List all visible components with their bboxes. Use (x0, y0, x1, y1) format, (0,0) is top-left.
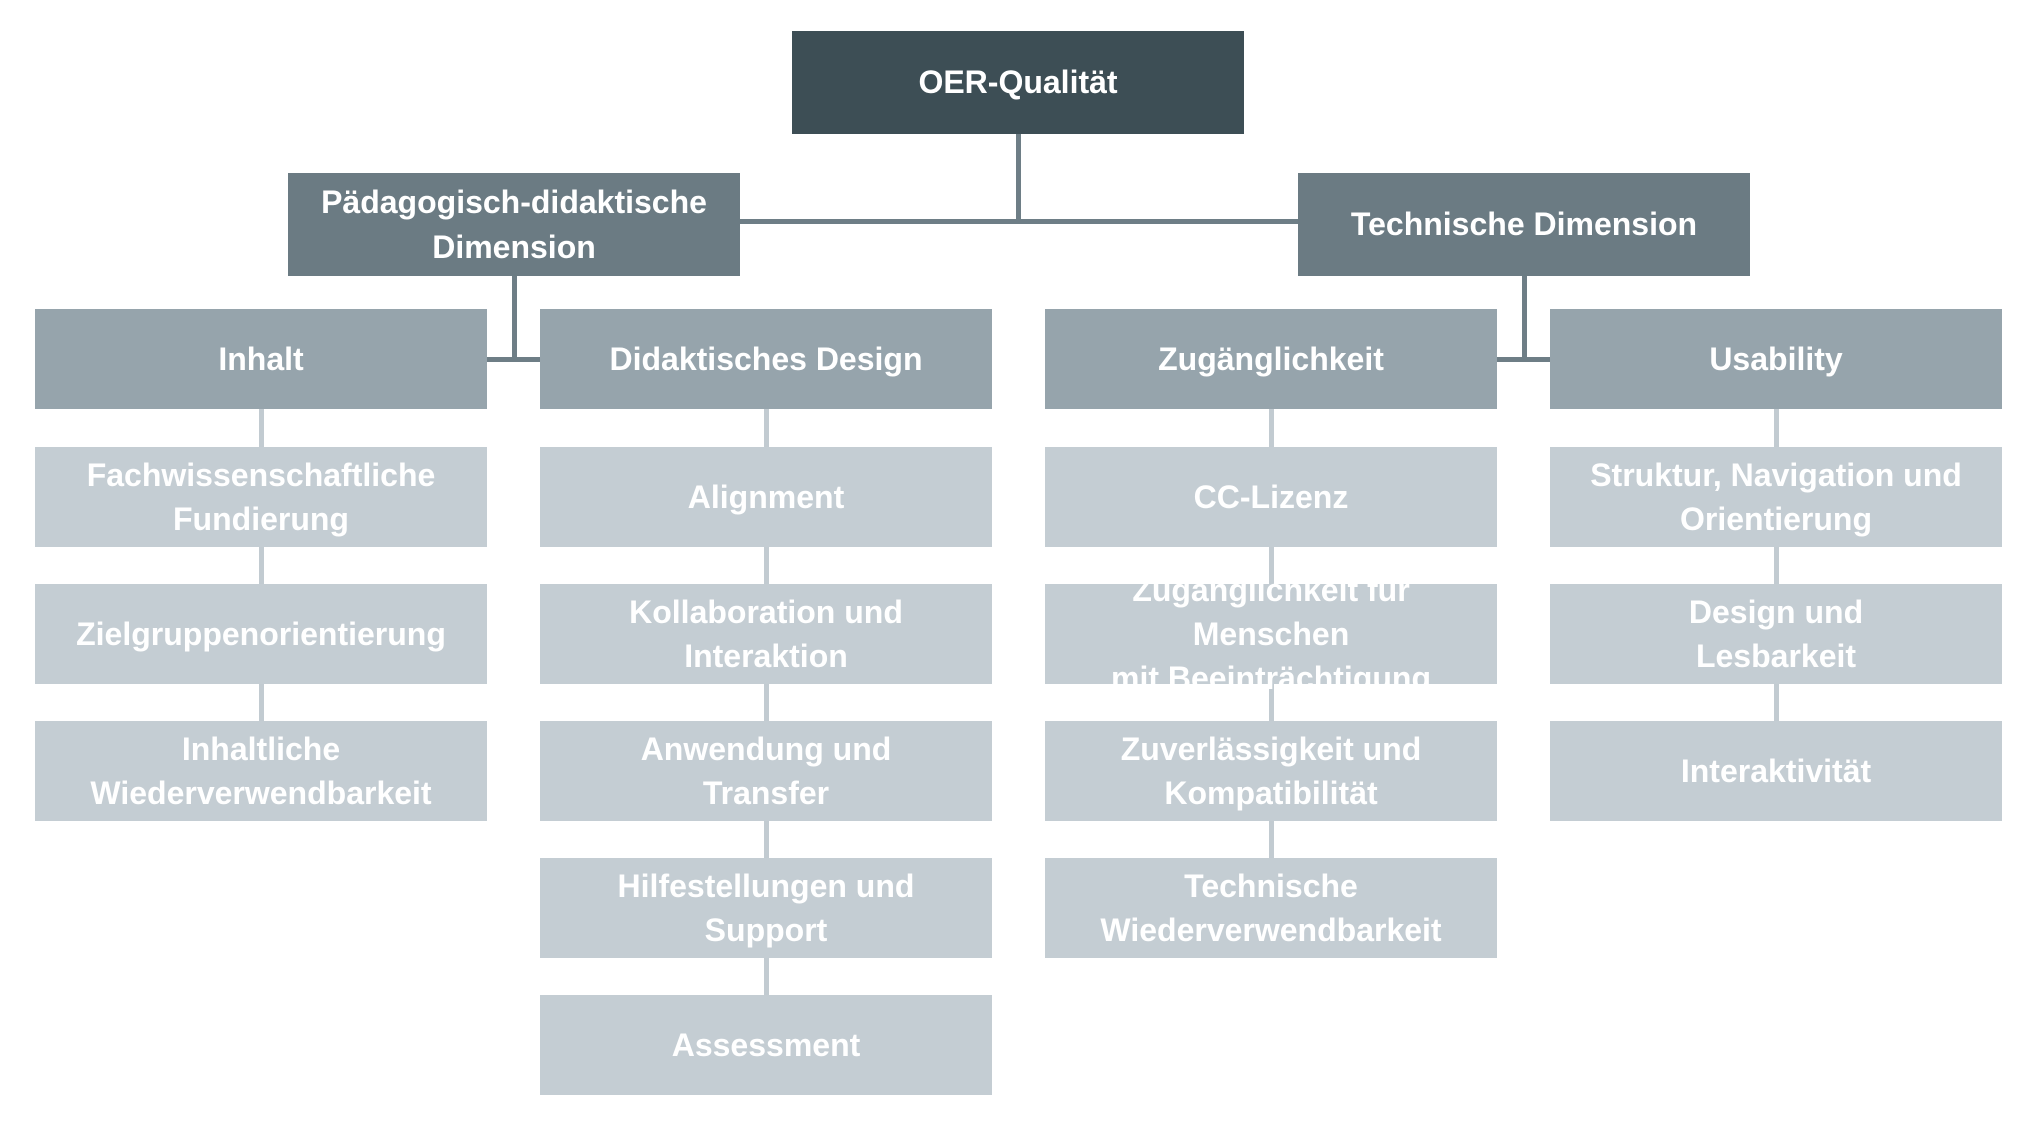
connector-root-vertical (1016, 134, 1021, 222)
category-node-usability: Usability (1550, 309, 2002, 409)
item-node: Zugänglichkeit für Menschen mit Beeinträ… (1045, 572, 1497, 696)
connector-column-segment (764, 409, 769, 447)
item-node: Technische Wiederverwendbarkeit (1045, 858, 1497, 958)
connector-column-segment (764, 821, 769, 858)
connector-column-segment (1269, 547, 1274, 584)
connector-dimension-left-horizontal (487, 357, 540, 362)
item-node: Struktur, Navigation und Orientierung (1550, 447, 2002, 547)
connector-column-segment (259, 684, 264, 721)
item-node: Anwendung und Transfer (540, 721, 992, 821)
connector-column-segment (764, 547, 769, 584)
category-node-didaktisches-design: Didaktisches Design (540, 309, 992, 409)
category-node-zugaenglichkeit: Zugänglichkeit (1045, 309, 1497, 409)
connector-column-segment (1774, 409, 1779, 447)
connector-dimension-right-horizontal (1497, 357, 1550, 362)
category-node-inhalt: Inhalt (35, 309, 487, 409)
item-node: Interaktivität (1550, 721, 2002, 821)
connector-column-segment (259, 409, 264, 447)
item-node: Zuverlässigkeit und Kompatibilität (1045, 721, 1497, 821)
connector-dimension-right-vertical (1522, 276, 1527, 360)
item-node: Assessment (540, 995, 992, 1095)
dimension-node-paedagogisch-didaktisch: Pädagogisch-didaktische Dimension (288, 173, 740, 276)
connector-column-segment (1269, 409, 1274, 447)
root-node: OER-Qualität (792, 31, 1244, 134)
item-node: CC-Lizenz (1045, 447, 1497, 547)
item-node: Fachwissenschaftliche Fundierung (35, 447, 487, 547)
connector-column-segment (259, 547, 264, 584)
connector-root-horizontal (740, 219, 1298, 224)
item-node: Design und Lesbarkeit (1550, 584, 2002, 684)
connector-column-segment (1269, 821, 1274, 858)
connector-dimension-left-vertical (512, 276, 517, 360)
connector-column-segment (1269, 684, 1274, 721)
connector-column-segment (1774, 684, 1779, 721)
item-node: Zielgruppenorientierung (35, 584, 487, 684)
item-node: Kollaboration und Interaktion (540, 584, 992, 684)
item-node: Alignment (540, 447, 992, 547)
connector-column-segment (1774, 547, 1779, 584)
connector-column-segment (764, 958, 769, 995)
item-node: Hilfestellungen und Support (540, 858, 992, 958)
item-node: Inhaltliche Wiederverwendbarkeit (35, 721, 487, 821)
dimension-node-technisch: Technische Dimension (1298, 173, 1750, 276)
connector-column-segment (764, 684, 769, 721)
